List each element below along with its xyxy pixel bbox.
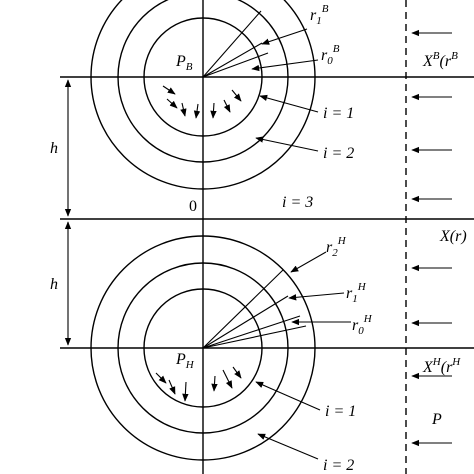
label-PB: PB <box>175 53 193 73</box>
radius-line-r1B <box>202 10 262 78</box>
label-i1-bottom: i = 1 <box>325 403 356 420</box>
label-PH: PH <box>175 351 195 371</box>
r0B-leader-arrow <box>251 59 319 72</box>
bottom-well-outer-circle <box>90 235 316 461</box>
radius-line-r0B-b <box>202 52 269 78</box>
label-Xr: X(r) <box>439 228 467 245</box>
label-r0H: r0H <box>352 313 373 337</box>
label-h-bottom: h <box>50 276 58 293</box>
r1B-leader-arrow <box>261 28 308 45</box>
iB2-leader-arrow <box>255 136 319 152</box>
label-i2-top: i = 2 <box>323 145 354 162</box>
bottom-well-middle-circle <box>117 262 289 434</box>
label-r2H: r2H <box>326 235 347 259</box>
top-well-inward-arrows <box>162 85 242 119</box>
iH2-leader-arrow <box>257 433 319 460</box>
iH1-leader-arrow <box>255 381 321 411</box>
label-P: P <box>431 411 442 428</box>
label-XB: XB(rB <box>422 50 458 70</box>
top-well-middle-circle <box>117 0 289 163</box>
label-r0B: r0B <box>321 43 340 67</box>
label-r1H: r1H <box>346 281 367 305</box>
label-r1B: r1B <box>310 3 329 27</box>
label-origin: 0 <box>189 198 197 215</box>
r2H-leader-arrow <box>290 251 327 273</box>
iB1-leader-arrow <box>259 94 319 113</box>
r1H-leader-arrow <box>288 292 345 301</box>
radius-line-r0H-b <box>202 325 307 349</box>
top-well-inner-circle <box>143 17 263 137</box>
bottom-well-inward-arrows <box>155 366 242 402</box>
radius-line-r1H <box>202 295 289 349</box>
radius-line-r0B-a <box>202 42 263 78</box>
label-i1-top: i = 1 <box>323 105 354 122</box>
radius-line-r0H-a <box>202 315 301 349</box>
bottom-well-inner-circle <box>143 288 263 408</box>
label-XH: XH(rH <box>422 356 461 376</box>
label-i2-bottom: i = 2 <box>323 457 354 474</box>
boundary-pressure-arrows <box>411 29 452 447</box>
label-h-top: h <box>50 140 58 157</box>
top-well-outer-circle <box>90 0 316 190</box>
label-i3: i = 3 <box>282 194 313 211</box>
radius-line-r2H <box>202 269 284 349</box>
